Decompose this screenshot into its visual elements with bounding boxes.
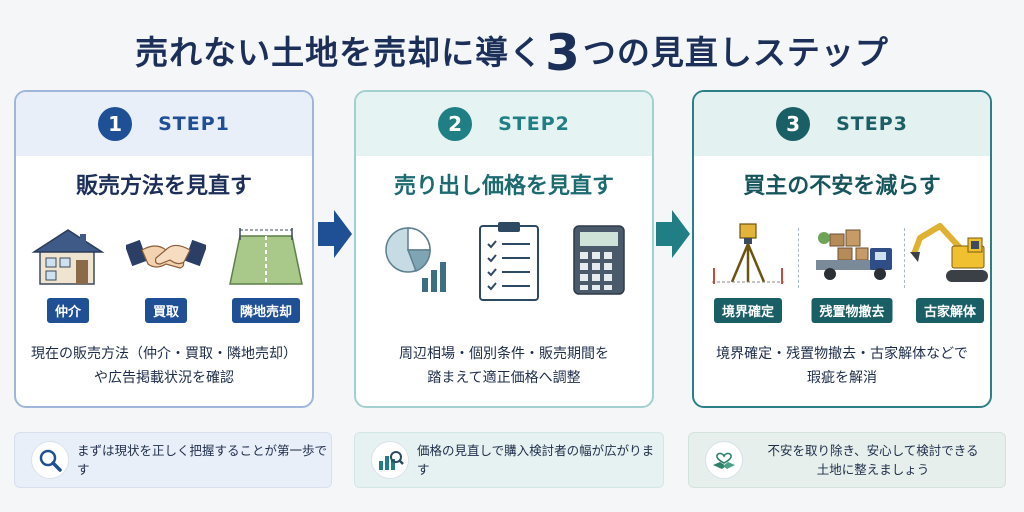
step1-icons: 仲介 買取 隣地売却 [16,220,312,323]
step1-number-badge: 1 [98,107,133,141]
step2-icon-item [470,220,550,316]
survey-tripod-icon [712,223,784,284]
step1-tag-brokerage: 仲介 [46,298,90,323]
handshake-icon [126,239,206,269]
clipboard-checklist-icon [479,222,539,301]
note-3-line1: 不安を取り除き、安心して検討できる [767,443,979,458]
calculator-icon [573,225,625,295]
step2-label: STEP2 [498,113,570,135]
step1-title: 販売方法を見直す [75,174,252,199]
step3-number-badge: 3 [776,107,811,141]
step2-description: 周辺相場・個別条件・販売期間を 踏まえて適正価格へ調整 [366,342,642,390]
step1-header: 1 STEP1 [16,92,312,156]
step1-desc-line2: や広告掲載状況を確認 [94,370,234,386]
note-2-text: 価格の見直しで購入検討者の幅が広がります [417,441,663,479]
removal-truck-icon [816,229,892,280]
step3-desc-line1: 境界確定・残置物撤去・古家解体などで [716,346,968,362]
step1-description: 現在の販売方法（仲介・買取・隣地売却） や広告掲載状況を確認 [26,342,302,390]
pie-chart-icon [385,227,446,292]
step3-description: 境界確定・残置物撤去・古家解体などで 瑕疵を解消 [704,342,980,390]
arrow-right-icon [656,210,690,258]
step3-desc-line2: 瑕疵を解消 [807,370,877,386]
step2-title: 売り出し価格を見直す [393,174,614,199]
step3-header: 3 STEP3 [694,92,990,156]
step1-tag-neighbor-sale: 隣地売却 [231,298,301,323]
step3-tag-removal: 残置物撤去 [811,298,893,323]
note-1-text: まずは現状を正しく把握することが第一歩です [77,441,331,479]
heart-handshake-icon [705,441,743,479]
step2-desc-line2: 踏まえて適正価格へ調整 [427,370,581,386]
step2-header: 2 STEP2 [356,92,652,156]
step1-tag-buyback: 買取 [144,298,188,323]
step3-icons: 境界確定 残置物撤去 [694,220,990,323]
excavator-icon [910,223,988,282]
note-3-text: 不安を取り除き、安心して検討できる 土地に整えましょう [751,441,1005,479]
step1-icon-item: 隣地売却 [226,220,306,323]
step2-icon-item [562,220,642,316]
step1-card: 1 STEP1 販売方法を見直す 仲介 買取 [14,90,314,408]
house-icon [31,229,105,285]
note-1-line1: まずは現状を正しく把握することが第一歩です [77,443,328,477]
step3-label: STEP3 [836,113,908,135]
note-2-line1: 価格の見直しで購入検討者の幅が広がります [417,443,655,477]
divider [798,228,799,288]
step3-icon-item: 古家解体 [910,220,990,323]
step3-icon-item: 境界確定 [708,220,788,323]
step2-card: 2 STEP2 売り出し価格を見直す [354,90,654,408]
step2-icons [356,220,652,316]
step1-icon-item: 仲介 [28,220,108,323]
step1-label: STEP1 [158,113,230,135]
step1-desc-line1: 現在の販売方法（仲介・買取・隣地売却） [31,346,297,362]
step3-card: 3 STEP3 買主の不安を減らす 境界確定 [692,90,992,408]
note-3: 不安を取り除き、安心して検討できる 土地に整えましょう [688,432,1006,488]
step3-icon-item: 残置物撤去 [811,220,893,323]
divider [904,228,905,288]
step2-desc-line1: 周辺相場・個別条件・販売期間を [399,346,609,362]
neighbor-lot-icon [229,228,303,285]
note-3-line2: 土地に整えましょう [816,462,930,477]
note-1: まずは現状を正しく把握することが第一歩です [14,432,332,488]
magnifier-icon [31,441,69,479]
step3-tag-boundary: 境界確定 [713,298,783,323]
step1-icon-item: 買取 [126,220,206,323]
title-after: つの見直しステップ [582,33,889,72]
step3-title: 買主の不安を減らす [743,174,941,199]
step3-tag-demolition: 古家解体 [915,298,985,323]
step2-icon-item [378,220,458,316]
title-number: 3 [545,24,581,82]
note-2: 価格の見直しで購入検討者の幅が広がります [354,432,664,488]
step2-number-badge: 2 [438,107,473,141]
title-before: 売れない土地を売却に導く [135,33,544,72]
arrow-right-icon [318,210,352,258]
price-chart-magnifier-icon [371,441,409,479]
